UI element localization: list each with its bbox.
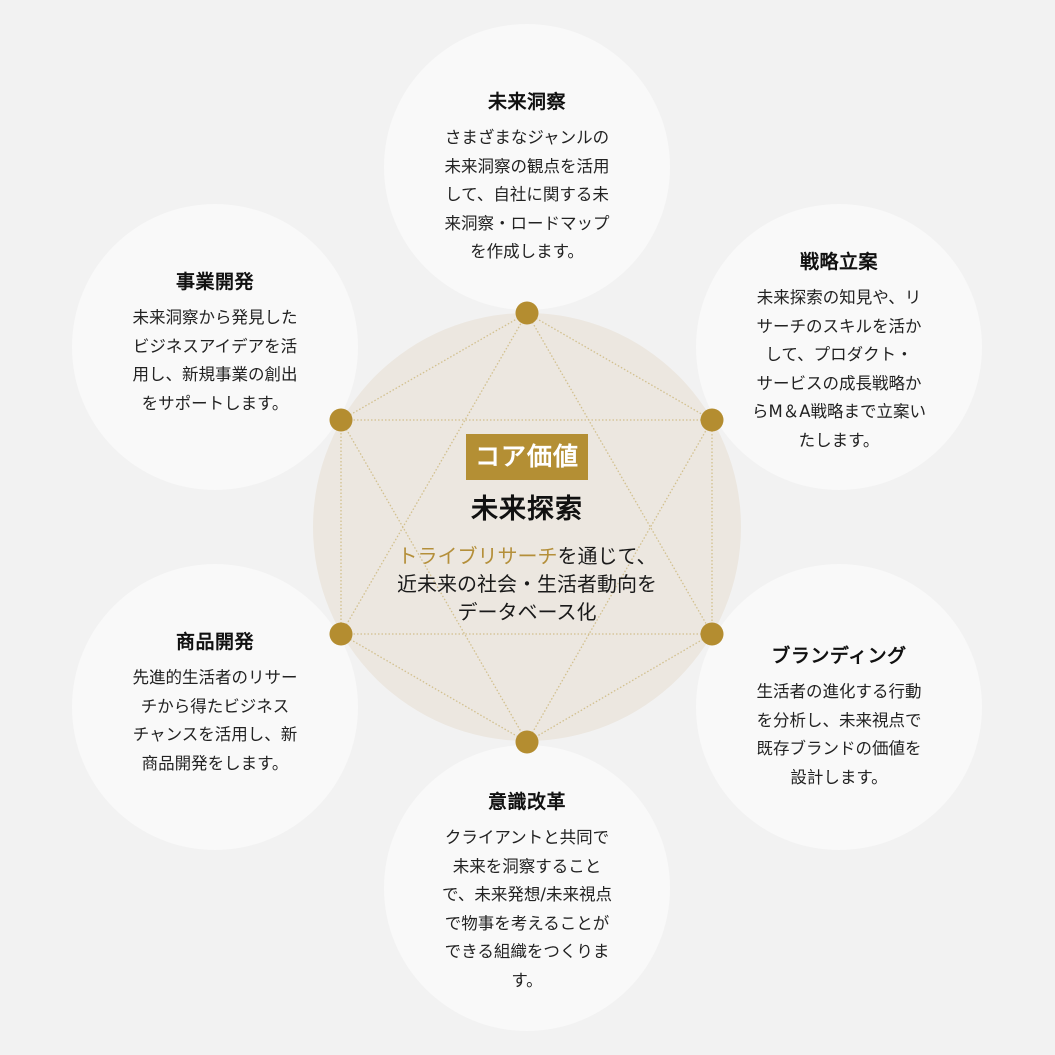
satellite-mindset-reform: 意識改革 クライアントと共同で 未来を洞察すること で、未来発想/未来視点 で物… [384, 745, 670, 1031]
node-dot-upper-left [329, 408, 353, 432]
satellite-product-development: 商品開発 先進的生活者のリサー チから得たビジネス チャンスを活用し、新 商品開… [72, 564, 358, 850]
node-dot-lower-left [329, 622, 353, 646]
description-line: 先進的生活者のリサー [132, 668, 298, 687]
node-dot-bottom [515, 730, 539, 754]
core-description-line-3: データベース化 [457, 600, 597, 624]
satellite-description: 未来洞察から発見した ビジネスアイデアを活 用し、新規事業の創出 をサポートしま… [109, 304, 321, 418]
description-line: ビジネスアイデアを活 [132, 336, 298, 356]
satellite-business-development: 事業開発 未来洞察から発見した ビジネスアイデアを活 用し、新規事業の創出 をサ… [72, 204, 358, 490]
core-description-line-2: 近未来の社会・生活者動向を [397, 572, 657, 596]
satellite-branding: ブランディング 生活者の進化する行動 を分析し、未来視点で 既存ブランドの価値を… [696, 564, 982, 850]
satellite-strategy-planning: 戦略立案 未来探索の知見や、リ サーチのスキルを活か して、プロダクト・ サービ… [696, 204, 982, 490]
description-line: 未来探索の知見や、リ [756, 288, 922, 307]
core-title: 未来探索 [471, 494, 583, 525]
satellite-title: 未来洞察 [487, 91, 566, 113]
description-line: 既存ブランドの価値を [756, 739, 922, 758]
description-line: 生活者の進化する行動 [756, 682, 922, 701]
core-content: コア価値 未来探索 トライブリサーチを通じて、 近未来の社会・生活者動向を デー… [327, 434, 727, 626]
description-line: をサポートします。 [141, 393, 289, 413]
description-line: 来洞察・ロードマップ [444, 213, 610, 233]
satellite-description: さまざまなジャンルの 未来洞察の観点を活用 して、自社に関する未 来洞察・ロード… [421, 124, 633, 267]
core-value-badge: コア価値 [465, 434, 588, 480]
description-line: らM＆A戦略まで立案い [751, 402, 927, 421]
satellite-title: 意識改革 [487, 791, 566, 813]
satellite-description: 未来探索の知見や、リ サーチのスキルを活か して、プロダクト・ サービスの成長戦… [733, 284, 945, 455]
description-line: 未来洞察の観点を活用 [444, 156, 610, 176]
description-line: サービスの成長戦略か [756, 373, 922, 393]
description-line: して、自社に関する未 [445, 185, 609, 204]
description-line: チから得たビジネス [140, 696, 290, 716]
satellite-title: 戦略立案 [799, 251, 878, 273]
description-line: で、未来発想/未来視点 [442, 885, 612, 904]
tribe-research-highlight: トライブリサーチ [397, 544, 558, 568]
description-line: 商品開発をします。 [141, 753, 289, 773]
description-line: を分析し、未来視点で [756, 710, 922, 730]
satellite-description: 先進的生活者のリサー チから得たビジネス チャンスを活用し、新 商品開発をします… [109, 664, 321, 778]
description-line: す。 [511, 970, 543, 990]
description-line: を作成します。 [470, 242, 584, 261]
satellite-title: 事業開発 [175, 271, 254, 293]
description-line: 未来を洞察すること [452, 856, 602, 876]
node-dot-upper-right [700, 408, 724, 432]
description-line: で物事を考えることが [444, 913, 610, 933]
description-line: サーチのスキルを活か [756, 316, 922, 336]
description-line: さまざまなジャンルの [444, 128, 610, 147]
core-description: トライブリサーチを通じて、 近未来の社会・生活者動向を データベース化 [397, 542, 657, 626]
node-dot-top [515, 301, 539, 325]
description-line: できる組織をつくりま [444, 942, 610, 961]
description-line: 用し、新規事業の創出 [132, 365, 298, 384]
node-dot-lower-right [700, 622, 724, 646]
description-line: たします。 [798, 430, 880, 450]
satellite-description: 生活者の進化する行動 を分析し、未来視点で 既存ブランドの価値を 設計します。 [733, 678, 945, 792]
satellite-title: ブランディング [771, 645, 907, 667]
description-line: して、プロダクト・ [765, 345, 913, 364]
core-description-line-1: トライブリサーチを通じて、 [397, 542, 657, 570]
core-description-text: を通じて、 [557, 544, 657, 568]
description-line: 未来洞察から発見した [132, 308, 298, 327]
description-line: 設計します。 [790, 767, 888, 787]
satellite-title: 商品開発 [175, 631, 254, 653]
satellite-future-insight: 未来洞察 さまざまなジャンルの 未来洞察の観点を活用 して、自社に関する未 来洞… [384, 24, 670, 310]
description-line: チャンスを活用し、新 [132, 725, 298, 744]
description-line: クライアントと共同で [444, 828, 610, 847]
satellite-description: クライアントと共同で 未来を洞察すること で、未来発想/未来視点 で物事を考える… [421, 824, 633, 995]
